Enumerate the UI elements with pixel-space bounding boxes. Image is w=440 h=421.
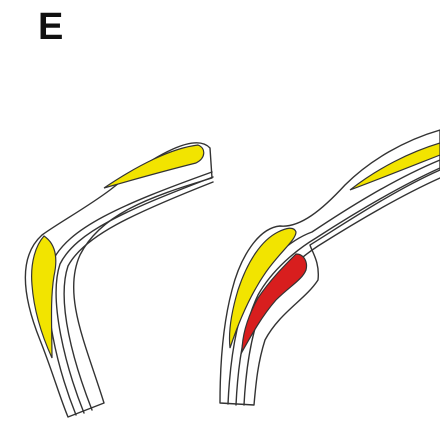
- left-vessel-lumen-line: [64, 182, 213, 410]
- left-vessel-yellow-plaque: [104, 145, 204, 188]
- left-vessel-yellow-plaque: [32, 236, 56, 358]
